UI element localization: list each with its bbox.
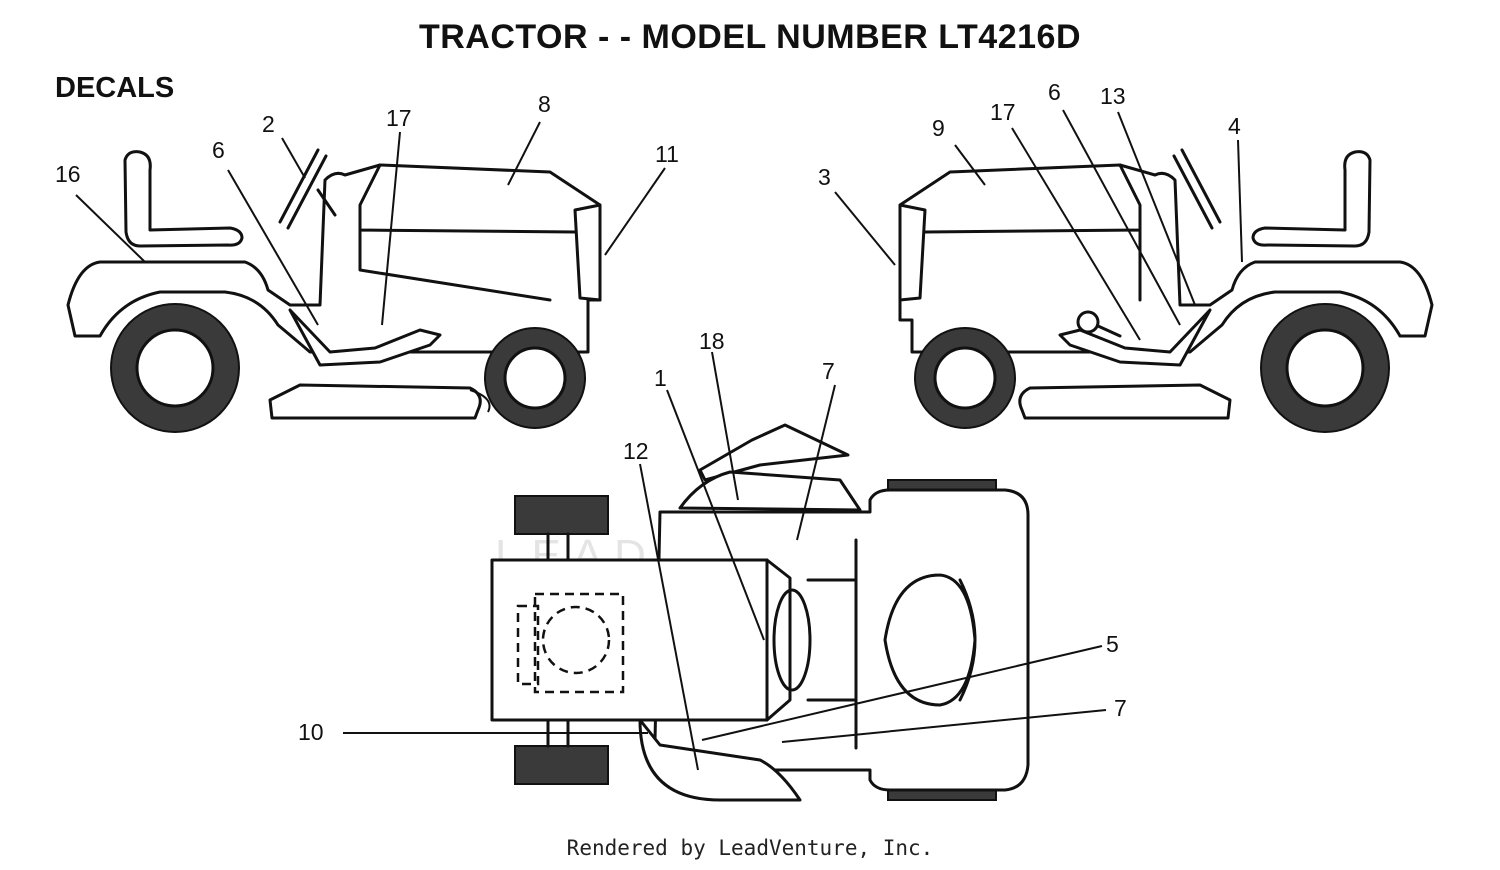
callout-13: 13 xyxy=(1100,83,1126,109)
callout-10: 10 xyxy=(298,719,324,745)
page-title: TRACTOR - - MODEL NUMBER LT4216D xyxy=(418,18,1082,56)
rear-tire-top-upper xyxy=(514,495,609,535)
callout-8: 8 xyxy=(538,91,551,117)
rear-tire-top-lower xyxy=(514,745,609,785)
callout-4: 4 xyxy=(1228,113,1241,139)
callout-6-right: 6 xyxy=(1048,79,1061,105)
callout-5: 5 xyxy=(1106,631,1119,657)
section-title: DECALS xyxy=(55,72,175,104)
callout-1: 1 xyxy=(654,365,667,391)
callout-7-lower: 7 xyxy=(1114,695,1127,721)
callout-9: 9 xyxy=(932,115,945,141)
tractor-left-view: 16 6 2 17 8 11 xyxy=(55,91,679,433)
callout-2: 2 xyxy=(262,111,275,137)
callout-17-right: 17 xyxy=(990,99,1016,125)
callout-16: 16 xyxy=(55,161,81,187)
seat-block xyxy=(490,558,769,722)
callout-17: 17 xyxy=(386,105,412,131)
tractor-right-view: 3 9 17 6 13 4 xyxy=(818,79,1434,433)
callout-6: 6 xyxy=(212,137,225,163)
callout-18: 18 xyxy=(699,328,725,354)
footer-credit: Rendered by LeadVenture, Inc. xyxy=(566,836,934,860)
callout-11: 11 xyxy=(655,141,679,167)
callout-7-upper: 7 xyxy=(822,358,835,384)
callout-12: 12 xyxy=(623,438,649,464)
callout-3: 3 xyxy=(818,164,831,190)
tractor-top-view: 18 1 7 12 10 5 7 xyxy=(298,328,1127,802)
